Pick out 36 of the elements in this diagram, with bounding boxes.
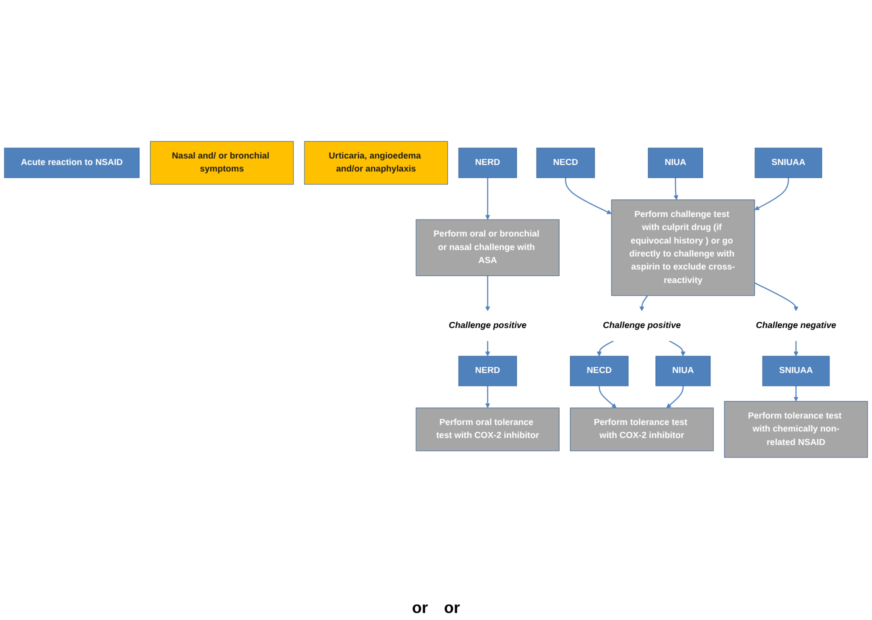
arrow — [639, 294, 648, 311]
arrow — [674, 177, 678, 200]
arrow — [666, 385, 684, 408]
arrow — [485, 275, 490, 311]
node-box: Acute reaction to NSAID — [4, 147, 140, 178]
arrow — [794, 340, 798, 356]
arrow — [598, 385, 616, 408]
arrow — [754, 282, 798, 311]
arrow — [668, 340, 686, 356]
node-box: NIUA — [648, 147, 704, 178]
node-text: Challenge positive — [602, 320, 681, 330]
node-box: NECD — [536, 147, 595, 178]
node-box: NIUA — [656, 355, 711, 386]
node-box: Perform oral tolerance test with COX-2 inhibitor — [416, 407, 560, 451]
node-box: Nasal and/ or bronchial symptoms — [150, 140, 294, 184]
arrow — [485, 177, 490, 220]
arrow — [485, 340, 490, 356]
node-box: Perform tolerance test with chemically non-related NSAID — [724, 400, 868, 458]
node-text: Challenge negative — [756, 320, 836, 330]
node-box: SNIUAA — [754, 147, 822, 178]
node-box: Perform tolerance test with COX-2 inhibitor — [570, 407, 714, 451]
node-box: NERD — [458, 355, 517, 386]
arrow — [485, 385, 490, 408]
node-text: Challenge positive — [448, 320, 527, 330]
arrow — [565, 177, 612, 214]
node-box: NERD — [458, 147, 517, 178]
node-box: Urticaria, angioedema and/or anaphylaxis — [304, 140, 448, 184]
arrow — [596, 340, 614, 356]
arrow — [794, 385, 798, 402]
arrow — [754, 177, 789, 210]
node-box: Perform oral or bronchial or nasal challenge with ASA — [416, 218, 560, 276]
node-box: SNIUAA — [762, 355, 830, 386]
connector-word: or — [412, 600, 428, 618]
node-box: NECD — [570, 355, 629, 386]
node-box: Perform challenge test with culprit drug (if equivocal history ) or go directly to challenge with aspirin to exclude cross-reactivity — [611, 199, 755, 296]
connector-word: or — [444, 600, 460, 618]
